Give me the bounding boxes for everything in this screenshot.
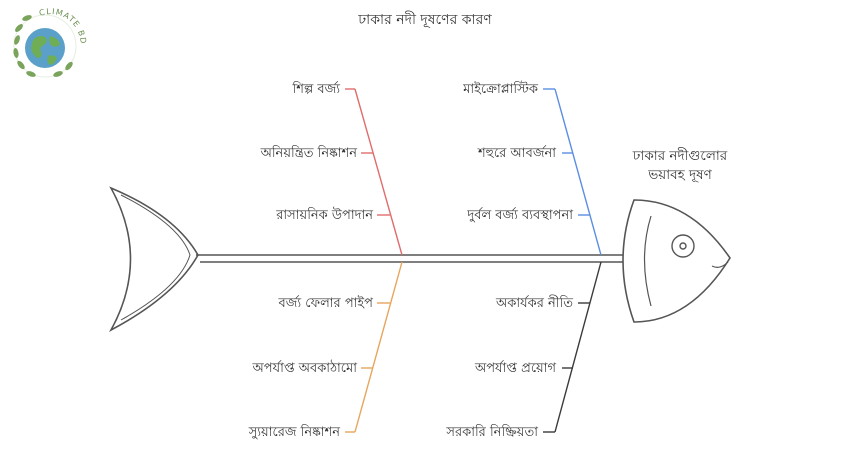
fish-tail xyxy=(109,186,199,332)
cause-label: মাইক্রোপ্লাস্টিক xyxy=(463,82,538,97)
cause-label: অকার্যকর নীতি xyxy=(496,296,573,311)
cause-label: শিল্প বর্জ্য xyxy=(292,82,340,97)
fish-mouth xyxy=(711,261,729,268)
cause-label: রাসায়নিক উপাদান xyxy=(276,208,373,223)
cause-label: শহুরে আবর্জনা xyxy=(477,146,556,161)
cause-label: অপর্যাপ্ত অবকাঠামো xyxy=(252,361,357,376)
effect-line-1: ঢাকার নদীগুলোর xyxy=(632,148,728,164)
effect-line-2: ভয়াবহ দূষণ xyxy=(648,167,712,183)
cause-label: অনিয়ন্ত্রিত নিষ্কাশন xyxy=(260,146,357,161)
bone-upper-left xyxy=(345,88,403,256)
bone-lower-right xyxy=(543,261,602,433)
cause-label: বর্জ্য ফেলার পাইপ xyxy=(278,296,373,311)
effect-label: ঢাকার নদীগুলোর ভয়াবহ দূষণ xyxy=(600,147,760,185)
bone-lower-left xyxy=(345,261,403,433)
bone-upper-right xyxy=(543,88,602,256)
cause-label: অপর্যাপ্ত প্রয়োগ xyxy=(474,361,556,376)
cause-label: স্যুয়ারেজ নিষ্কাশন xyxy=(248,425,340,440)
cause-label: সরকারি নিষ্ক্রিয়তা xyxy=(446,425,538,440)
cause-label: দুর্বল বর্জ্য ব্যবস্থাপনা xyxy=(467,208,573,223)
fish-head xyxy=(622,199,731,323)
diagram-title: ঢাকার নদী দূষণের কারণ xyxy=(358,12,492,28)
